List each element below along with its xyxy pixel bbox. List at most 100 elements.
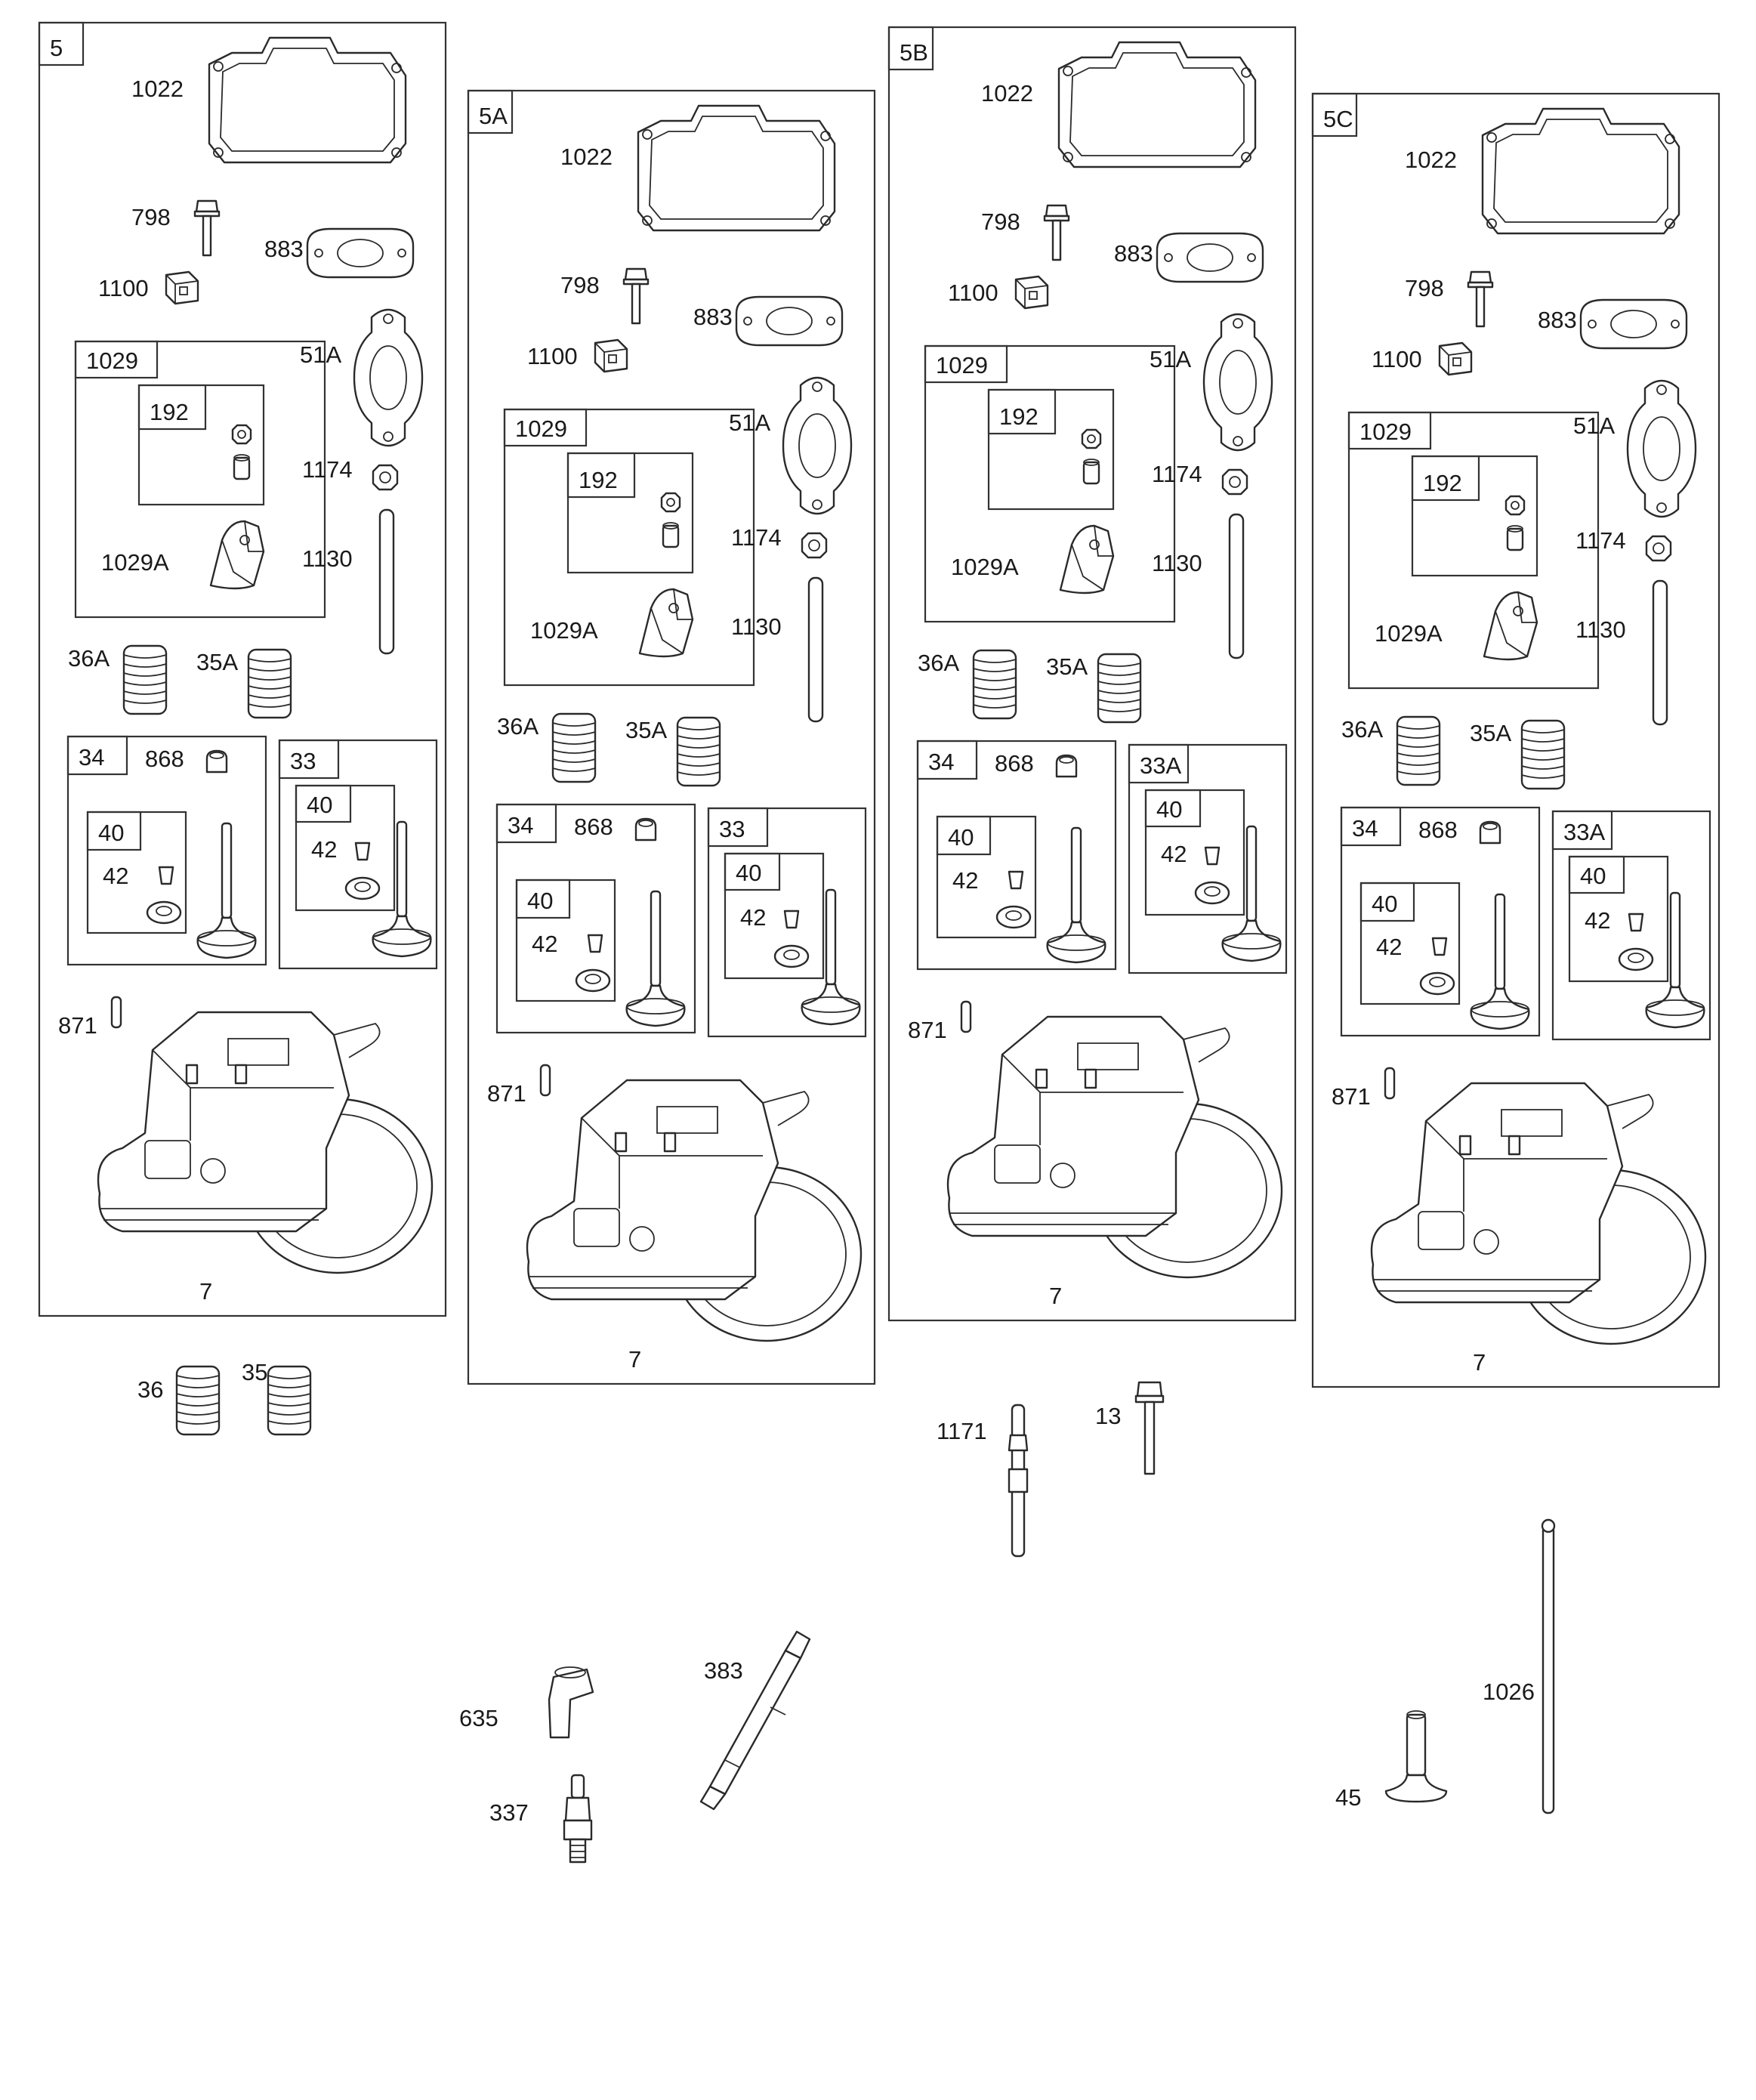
label-push-rod-guide: 1100: [98, 275, 149, 301]
valve-seal-part: [1055, 754, 1078, 778]
intake-gasket-part: [353, 308, 424, 447]
rocker-ball-part: [662, 521, 680, 548]
nut-kit-label-text: 192: [150, 399, 189, 425]
rocker-ball-part: [1506, 524, 1524, 551]
retainer-kit-label: 40: [936, 815, 992, 856]
exhaust-gasket-part: [306, 227, 415, 279]
valve-spring-2-part-group: 35: [242, 1359, 312, 1436]
label-valve-keeper: 42: [1376, 934, 1402, 960]
cylinder-head-part: [526, 1079, 863, 1342]
panel-key-label: 5A: [467, 89, 514, 134]
panel-5c: 5C1022798883110010291921029A51A117411303…: [1311, 92, 1721, 1388]
panel-5a: 5A1022798883110010291921029A51A117411303…: [467, 89, 876, 1385]
label-push-rod: 1026: [1483, 1678, 1535, 1705]
intake-valve-kit-label-text: 33A: [1140, 752, 1181, 779]
valve-retainer-2-part: [1618, 947, 1654, 971]
valve-cover-gasket-part: [637, 104, 836, 232]
valve-spring-a-part: [122, 644, 168, 715]
panel-key-label-text: 5B: [900, 39, 928, 66]
exhaust-gasket-part: [735, 295, 844, 347]
label-valve-keeper: 42: [103, 863, 128, 889]
nut-kit-label-box: [1411, 455, 1480, 502]
exhaust-valve-kit-label: 34: [916, 740, 978, 780]
label-valve-keeper: 42: [952, 867, 978, 894]
valve-spring-b-part: [676, 716, 721, 787]
rocker-kit-frame: [924, 344, 1176, 623]
retainer-kit-2-label: 40: [724, 852, 781, 891]
label-dowel-pin: 871: [908, 1017, 947, 1043]
valve-spring-a-part: [551, 712, 597, 783]
retainer-kit-2-label-box: [1568, 855, 1625, 894]
intake-valve-kit-label-text: 33: [290, 748, 316, 774]
breather-tube-part-group: 1171: [937, 1404, 1029, 1558]
breather-tube-part: [1008, 1404, 1029, 1558]
exhaust-valve-kit-label-text: 34: [928, 749, 954, 775]
label-valve-cover-gasket: 1022: [131, 76, 184, 102]
intake-valve-kit-label-box: [707, 807, 769, 848]
retainer-kit-label-box: [936, 815, 992, 856]
valve-spring-a-part: [972, 649, 1017, 720]
label-rocker-arm: 1029A: [1375, 620, 1443, 647]
label-valve-spring: 36: [137, 1376, 163, 1403]
nut-kit-label: 192: [137, 384, 207, 431]
exhaust-valve-kit-frame: [495, 803, 696, 1034]
panel-key-label-text: 5C: [1323, 106, 1353, 132]
valve-seal-part: [205, 749, 228, 774]
cylinder-head-part: [946, 1015, 1283, 1279]
nut-part: [1645, 535, 1672, 562]
exhaust-valve-kit-frame: [916, 740, 1117, 971]
exhaust-valve-kit-label-box: [916, 740, 978, 780]
intake-valve-kit-label: 33A: [1551, 810, 1613, 851]
valve-retainer-part: [1419, 971, 1455, 996]
label-push-rod-guide: 1100: [1372, 346, 1422, 372]
valve-cover-gasket-part: [208, 36, 407, 164]
panel-5: 51022798883110010291921029A51A1174113036…: [38, 21, 447, 1317]
retainer-kit-2-label-text: 40: [307, 792, 332, 818]
rocker-arm-part: [638, 588, 694, 658]
exhaust-valve-part: [1470, 893, 1530, 1030]
retainer-kit-label-box: [86, 811, 142, 851]
nut-kit-label-box: [566, 452, 636, 499]
label-valve-spring-b: 35A: [1470, 720, 1511, 746]
rocker-ball-part: [1082, 458, 1100, 485]
label-dowel-pin: 871: [1332, 1083, 1371, 1110]
label-cylinder-head: 7: [199, 1278, 212, 1305]
intake-valve-kit-frame: [1551, 810, 1711, 1041]
retainer-kit-label-text: 40: [98, 820, 124, 846]
retainer-kit-2-label-box: [295, 784, 352, 823]
retainer-kit-label-box: [1359, 882, 1415, 922]
nut-kit-label-text: 192: [579, 467, 618, 493]
rocker-arm-part: [209, 520, 265, 590]
valve-seal-part: [634, 817, 657, 842]
panel-frame: [467, 89, 876, 1385]
label-valve-cover-gasket: 1022: [560, 144, 613, 170]
nut-kit-label-text: 192: [1423, 470, 1462, 496]
rocker-kit-frame: [503, 408, 755, 687]
intake-gasket-part: [1626, 379, 1697, 518]
dowel-pin-part: [960, 1000, 972, 1033]
valve-spring-part-group: 36: [137, 1365, 221, 1436]
label-stud: 1130: [1575, 616, 1626, 643]
valve-seal-part: [1479, 820, 1501, 845]
label-nut: 1174: [1575, 527, 1626, 554]
label-nut: 1174: [731, 524, 782, 551]
exhaust-valve-kit-label: 34: [66, 735, 128, 776]
spark-plug-part: [563, 1774, 593, 1864]
label-cylinder-head: 7: [628, 1346, 641, 1373]
rocker-kit-label-box: [1347, 411, 1432, 450]
valve-cover-gasket-part: [1481, 107, 1680, 235]
intake-valve-kit-label-box: [1551, 810, 1613, 851]
label-rocker-arm: 1029A: [951, 554, 1019, 580]
intake-valve-part: [801, 888, 861, 1026]
retainer-kit-2-label: 40: [1568, 855, 1625, 894]
push-rod-guide-part: [1014, 275, 1049, 310]
retainer-kit-2-label-text: 40: [1156, 796, 1182, 823]
rocker-kit-label: 1029: [503, 408, 588, 447]
label-push-rod-guide: 1100: [527, 343, 578, 369]
panel-key-label-text: 5: [50, 35, 63, 61]
retainer-kit-label: 40: [515, 879, 571, 919]
valve-retainer-2-part: [344, 876, 381, 900]
exhaust-valve-kit-label: 34: [1340, 806, 1402, 847]
panel-frame: [887, 26, 1297, 1322]
